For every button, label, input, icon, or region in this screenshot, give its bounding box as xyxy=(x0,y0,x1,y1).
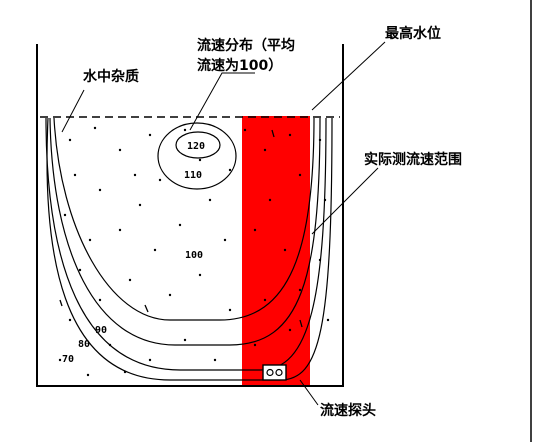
contour-label-80: 80 xyxy=(78,339,90,350)
velocity-contour-80 xyxy=(45,117,327,371)
contour-label-110: 110 xyxy=(184,170,202,181)
contour-label-100: 100 xyxy=(185,250,203,261)
contour-label-90: 90 xyxy=(95,325,107,336)
velocity-contour-120 xyxy=(175,131,221,159)
velocity-probe xyxy=(262,364,287,381)
label-highest-water-level: 最高水位 xyxy=(385,25,441,42)
velocity-contour-90 xyxy=(49,117,321,346)
velocity-contour-70 xyxy=(46,117,333,381)
tank-outline xyxy=(36,44,344,387)
velocity-contour-100 xyxy=(53,117,315,321)
impurity-dashes xyxy=(59,129,303,328)
measured-range-band xyxy=(242,116,310,386)
label-velocity-distribution-line2: 流速为100） xyxy=(197,57,282,74)
contour-label-120: 120 xyxy=(187,141,205,152)
label-measured-range: 实际测流速范围 xyxy=(364,151,462,168)
label-velocity-distribution-line1: 流速分布（平均 xyxy=(197,37,295,54)
probe-sensor-right xyxy=(275,368,283,377)
contour-label-70: 70 xyxy=(62,354,74,365)
label-velocity-probe: 流速探头 xyxy=(320,402,376,419)
label-impurities: 水中杂质 xyxy=(83,68,139,85)
probe-sensor-left xyxy=(266,368,274,377)
impurity-dots xyxy=(58,126,330,377)
leader-lines xyxy=(61,41,386,406)
velocity-contour-110 xyxy=(157,122,237,190)
